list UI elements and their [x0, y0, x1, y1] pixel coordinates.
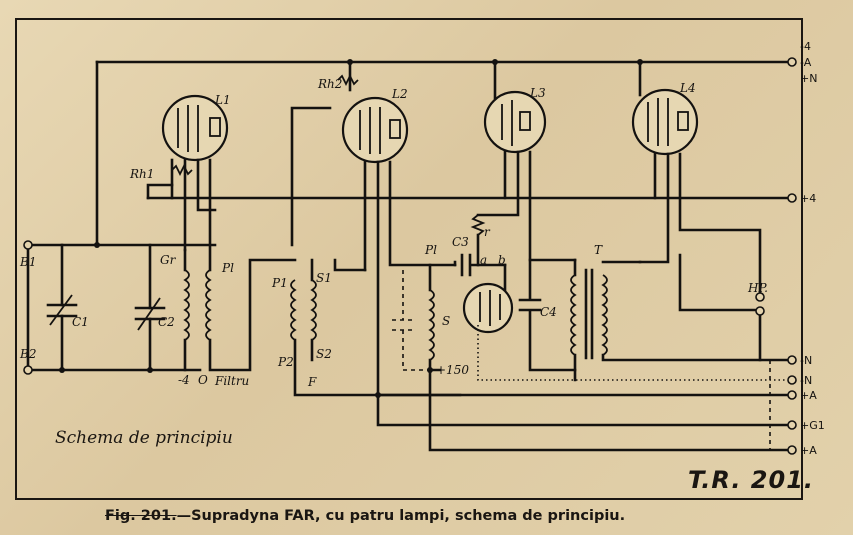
terminal-label-plus-n: +N	[800, 72, 817, 85]
label-minus4-left: -4	[178, 373, 190, 387]
tube-l3	[483, 90, 547, 154]
label-b1: B1	[19, 255, 36, 269]
terminal-label-plus4: +4	[800, 192, 816, 205]
label-filtru: Filtru	[214, 374, 249, 388]
caption-text: —Supradyna FAR, cu patru lampi, schema d…	[176, 508, 626, 524]
coil-p1	[290, 279, 297, 341]
tube-l1	[161, 94, 229, 162]
terminal-plus4	[787, 193, 797, 203]
terminal-minus4	[787, 57, 797, 67]
label-rh2: Rh2	[317, 77, 342, 91]
tube-l4	[631, 88, 699, 156]
hp-terminal-2	[755, 306, 765, 316]
terminal-plus-a	[787, 390, 797, 400]
label-s2: S2	[316, 347, 332, 361]
terminal-label-plus-g1: +G1	[800, 419, 825, 432]
terminal-b2	[23, 365, 33, 375]
resistor-r	[470, 214, 486, 236]
label-a: a	[480, 253, 487, 267]
label-b: b	[498, 253, 506, 267]
bus-plus-g1	[376, 393, 792, 427]
label-c3: C3	[452, 235, 469, 249]
label-p1: P1	[271, 276, 288, 290]
label-rh1: Rh1	[129, 167, 154, 181]
terminal-plus-g1	[787, 420, 797, 430]
label-t: T	[594, 243, 603, 257]
label-s: S	[442, 314, 450, 328]
terminal-label-minus-n-2: -N	[800, 374, 812, 387]
label-p2: P2	[277, 355, 294, 369]
label-l2: L2	[391, 87, 408, 101]
label-l3: L3	[529, 86, 546, 100]
transformer-t-primary	[570, 274, 577, 356]
label-r: r	[484, 225, 491, 239]
scheme-title: Schema de principiu	[55, 428, 233, 448]
label-pl-1: Pl	[221, 261, 234, 275]
label-gr: Gr	[160, 253, 177, 267]
rheostat-rh2	[337, 73, 359, 87]
terminal-b1	[23, 240, 33, 250]
coil-s1	[310, 279, 317, 341]
tr-label: T.R. 201.	[688, 466, 815, 494]
terminal-plus-a2	[787, 445, 797, 455]
caption-fig-number: Fig. 201.	[105, 508, 177, 524]
label-pl-2: Pl	[424, 243, 437, 257]
tube-l2	[341, 96, 409, 164]
coil-pl1	[205, 269, 212, 341]
label-plus150: +150	[436, 363, 469, 377]
label-s1: S1	[316, 271, 332, 285]
label-c2: C2	[158, 315, 175, 329]
hp-terminal-1	[755, 292, 765, 302]
diagram-frame	[15, 18, 803, 500]
terminal-label-plus-a: +A	[800, 389, 817, 402]
terminal-minus-n-2	[787, 375, 797, 385]
coil-s	[428, 289, 435, 361]
terminal-minus-n-1	[787, 355, 797, 365]
transformer-t-secondary	[601, 274, 608, 356]
label-c4: C4	[540, 305, 557, 319]
label-b2: B2	[19, 347, 36, 361]
figure-caption: Fig. 201.—Supradyna FAR, cu patru lampi,…	[105, 508, 805, 524]
label-c1: C1	[72, 315, 89, 329]
terminal-label-minus-a: -A	[800, 56, 812, 69]
terminal-label-minus-n-1: -N	[800, 354, 812, 367]
label-o: O	[198, 373, 208, 387]
coil-gr	[183, 269, 190, 341]
label-l1: L1	[214, 93, 231, 107]
terminal-label-minus4: -4	[800, 40, 811, 53]
label-l4: L4	[679, 81, 696, 95]
label-hp: HP.	[747, 281, 768, 295]
bus-plus-a2	[428, 368, 792, 452]
rheostat-rh1	[171, 163, 193, 177]
label-f: F	[307, 375, 317, 389]
terminal-label-plus-a2: +A	[800, 444, 817, 457]
dashed-capacitor	[392, 270, 430, 371]
